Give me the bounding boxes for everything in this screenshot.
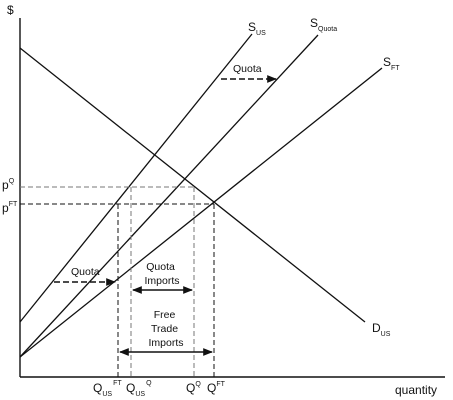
quota-shift-label-top: Quota — [233, 63, 262, 75]
s-quota-label: SQuota — [310, 16, 337, 33]
qq-label: QQ — [186, 381, 201, 395]
qft-label: QFT — [207, 381, 226, 395]
price-pft-label: pFT — [2, 201, 18, 215]
quota-imports-label: Quota Imports — [144, 261, 179, 287]
q-us-q-label: QUSQ — [126, 380, 152, 398]
free-trade-imports-label: Free Trade Imports — [148, 309, 183, 349]
y-axis-label: $ — [7, 3, 14, 17]
d-us-label: DUS — [372, 321, 391, 338]
q-us-ft-label: QUSFT — [93, 380, 122, 398]
price-pq-label: pQ — [2, 178, 15, 192]
quota-shift-label-bottom: Quota — [71, 266, 100, 278]
demand-curve-d-us — [19, 47, 366, 323]
s-us-label: SUS — [248, 20, 266, 37]
supply-curve-s-quota — [19, 34, 319, 358]
supply-curve-s-us — [19, 33, 253, 323]
supply-curve-s-ft — [19, 67, 383, 358]
s-ft-label: SFT — [383, 55, 400, 72]
x-axis-label: quantity — [395, 383, 437, 397]
